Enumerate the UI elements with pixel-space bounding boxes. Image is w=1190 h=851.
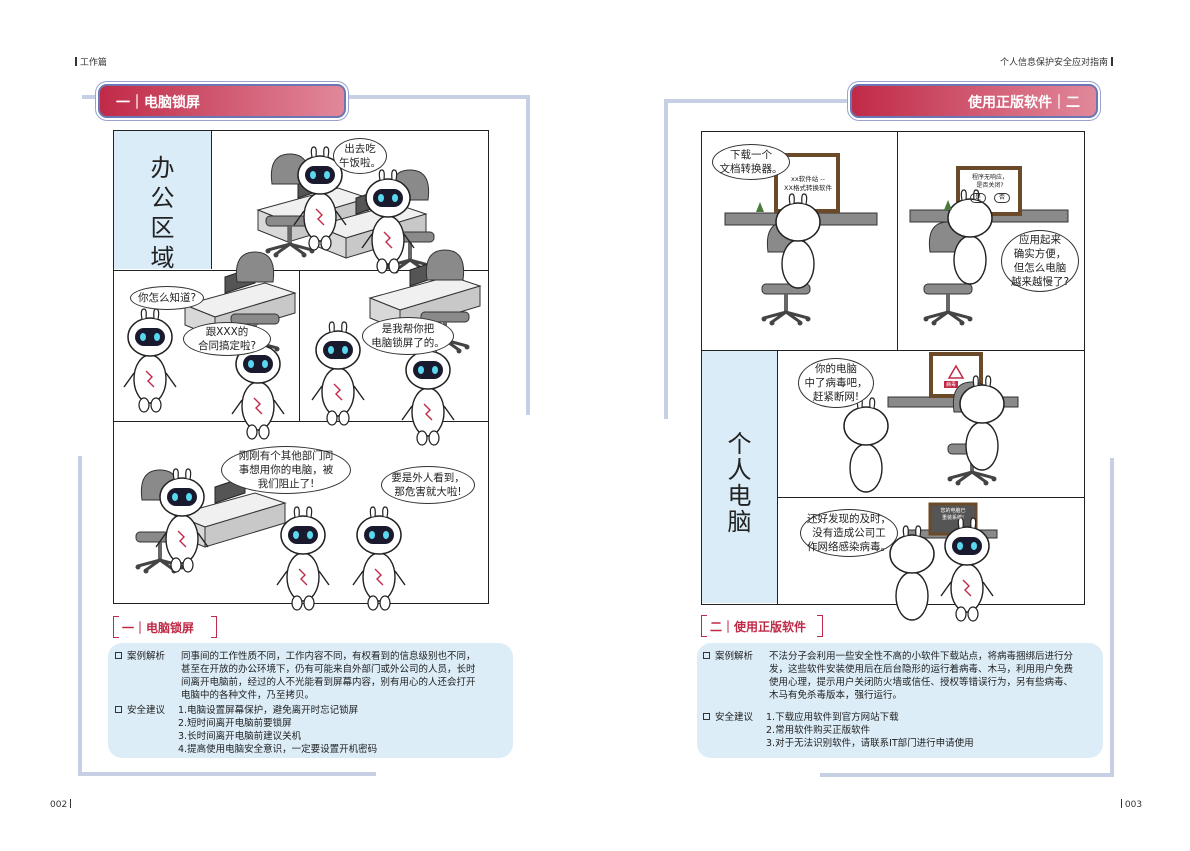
screen-virus-label: 病毒	[944, 381, 959, 388]
running-head-bar	[75, 57, 77, 66]
running-head-right: 个人信息保护安全应对指南	[1000, 55, 1113, 68]
bubble-slow: 应用起来 确实方便， 但怎么电脑 越来越慢了?	[1001, 230, 1079, 292]
screen-line: 重装系统!	[941, 515, 964, 521]
left-title-pill: 一｜电脑锁屏	[98, 84, 346, 118]
page-number-left: 002	[50, 799, 72, 810]
bubble-virus: 你的电脑 中了病毒吧， 赶紧断网!	[798, 358, 874, 408]
right-section-tag-text: 二｜使用正版软件	[710, 620, 807, 634]
right-info-box	[697, 643, 1103, 758]
screen-line: xx软件站 --	[791, 175, 825, 183]
left-title-text: 一｜电脑锁屏	[116, 95, 200, 111]
running-head-left-text: 工作篇	[79, 58, 107, 68]
advice-line: 4.提高使用电脑安全意识，一定要设置开机密码	[178, 744, 378, 755]
side-label-office-text: 办 公 区 域	[150, 154, 175, 272]
screen-line: 您的电脑已	[940, 508, 966, 514]
right-title-text: 使用正版软件｜二	[968, 95, 1080, 111]
side-label-personal-text: 个 人 电 脑	[727, 430, 752, 536]
bubble-how-know: 你怎么知道?	[130, 286, 204, 310]
dialog-no-button: 否	[993, 193, 1010, 203]
advice-line: 2.短时间离开电脑前要锁屏	[178, 718, 292, 729]
advice-label: 安全建议	[715, 712, 754, 723]
right-section-tag: 二｜使用正版软件	[701, 615, 823, 637]
frame-strip	[820, 773, 1114, 777]
case-line: 同事间的工作性质不同，工作内容不同，有权看到的信息级别也不同，	[181, 651, 476, 662]
running-head-bar	[1110, 57, 1113, 66]
case-line: 使用心理，提示用户关闭防火墙或信任、授权等错误行为，另有些病毒、	[769, 677, 1074, 688]
case-label: 案例解析	[127, 651, 166, 662]
screen-download-site: xx软件站 -- XX格式转换软件	[780, 175, 836, 193]
bubble-contract: 跟XXX的 合同搞定啦?	[183, 322, 271, 356]
left-section-tag: 一｜电脑锁屏	[113, 616, 217, 638]
case-line: 发，这些软件安装使用后在后台隐形的运行着病毒、木马，利用用户免费	[769, 664, 1074, 675]
dialog-yes-button: 是	[970, 193, 987, 203]
advice-label: 安全建议	[127, 705, 166, 716]
advice-line: 2.常用软件购买正版软件	[766, 725, 871, 736]
frame-strip	[664, 99, 864, 103]
advice-line: 1.电脑设置屏幕保护，避免离开时忘记锁屏	[178, 705, 359, 716]
screen-reinstalled: 您的电脑已 重装系统!	[932, 508, 974, 522]
running-head-right-text: 个人信息保护安全应对指南	[1000, 58, 1109, 68]
screen-no-response: 程序无响应， 是否关闭? 是 否	[962, 174, 1018, 203]
case-line: 甚至在开放的办公环境下，仍有可能来自外部门或外公司的人员，长时	[181, 664, 476, 675]
left-info-box	[108, 643, 513, 758]
frame-strip	[526, 95, 530, 415]
bubble-lunch: 出去吃 午饭啦。	[333, 138, 387, 174]
page-number-left-text: 002	[50, 800, 68, 810]
right-title-pill: 使用正版软件｜二	[850, 84, 1098, 118]
case-line: 不法分子会利用一些安全性不高的小软件下载站点，将病毒捆绑后进行分	[769, 651, 1074, 662]
bubble-danger: 要是外人看到， 那危害就大啦!	[381, 466, 475, 504]
advice-line: 3.长时间离开电脑前建议关机	[178, 731, 302, 742]
bubble-stopped: 刚刚有个其他部门同 事想用你的电脑，被 我们阻止了!	[221, 446, 351, 494]
case-label: 案例解析	[715, 651, 754, 662]
screen-line: 是否关闭?	[976, 182, 1004, 189]
page-number-right-text: 003	[1124, 800, 1143, 810]
case-line: 间离开电脑前，经过的人不光能看到屏幕内容，别有用心的人还会打开	[181, 677, 476, 688]
bubble-found-in-time: 还好发现的及时， 没有造成公司工 作网络感染病毒。	[800, 509, 898, 557]
frame-strip	[78, 456, 82, 774]
running-head-left: 工作篇	[75, 55, 107, 68]
screen-line: 程序无响应，	[971, 174, 1008, 181]
left-section-tag-text: 一｜电脑锁屏	[122, 621, 195, 635]
advice-line: 1.下载应用软件到官方网站下载	[766, 712, 899, 723]
bubble-download: 下载一个 文档转换器。	[712, 144, 790, 180]
screen-line: XX格式转换软件	[784, 184, 832, 192]
page-number-right: 003	[1121, 799, 1142, 810]
frame-strip	[664, 99, 668, 419]
frame-strip	[78, 772, 376, 776]
advice-line: 3.对于无法识别软件，请联系IT部门进行申请使用	[766, 738, 974, 749]
case-line: 电脑中的各种文件，乃至拷贝。	[181, 690, 315, 701]
case-line: 木马有免杀毒版本，强行运行。	[769, 690, 903, 701]
frame-strip	[1110, 458, 1114, 776]
side-label-office: 办 公 区 域	[114, 131, 212, 272]
bubble-locked: 是我帮你把 电脑锁屏了的。	[362, 317, 454, 355]
